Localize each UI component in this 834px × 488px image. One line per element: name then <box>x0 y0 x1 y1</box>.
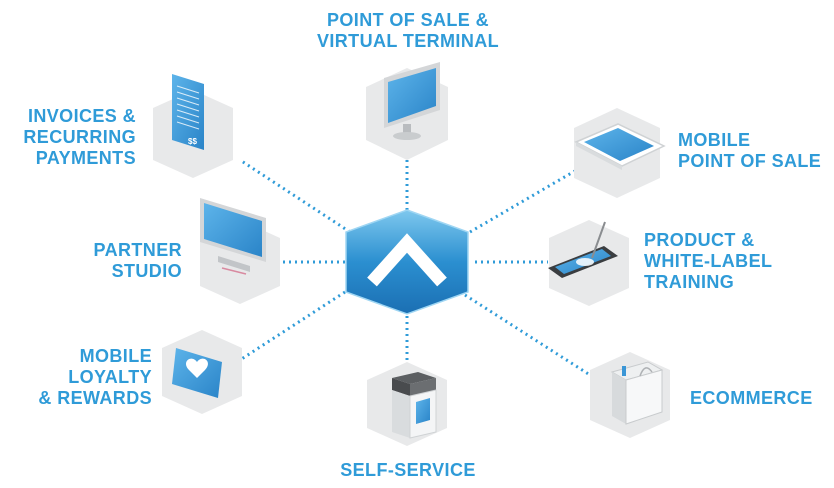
label-line: MOBILE <box>678 130 751 150</box>
label-loyalty: MOBILE LOYALTY & REWARDS <box>20 346 152 409</box>
connector-mobile-pos <box>469 166 581 234</box>
connectors <box>239 158 591 377</box>
label-line: VIRTUAL TERMINAL <box>316 31 500 51</box>
heart-card-icon <box>172 348 222 398</box>
tv-monitor-icon <box>200 198 266 275</box>
label-line: SELF-SERVICE <box>340 460 476 480</box>
label-line: LOYALTY <box>68 367 152 387</box>
center-hub-logo <box>345 209 469 315</box>
label-ecommerce: ECOMMERCE <box>690 388 813 409</box>
connector-invoices <box>239 158 351 234</box>
label-line: POINT OF SALE & <box>326 10 489 30</box>
invoice-icon: $$ <box>172 74 204 150</box>
label-self-service: SELF-SERVICE <box>318 460 498 481</box>
label-line: ECOMMERCE <box>690 388 813 408</box>
label-invoices: INVOICES & RECURRING PAYMENTS <box>8 106 136 169</box>
label-line: INVOICES & <box>27 106 136 126</box>
tablet-icon <box>574 123 666 170</box>
label-line: & REWARDS <box>38 388 152 408</box>
label-line: STUDIO <box>111 261 182 281</box>
label-line: PRODUCT & <box>644 230 755 250</box>
label-line: MOBILE <box>79 346 152 366</box>
label-line: POINT OF SALE <box>678 151 822 171</box>
tablet-stylus-icon <box>548 221 618 278</box>
monitor-icon <box>384 62 440 140</box>
label-partner: PARTNER STUDIO <box>40 240 182 282</box>
label-line: TRAINING <box>644 272 735 292</box>
invoice-icon-text: $$ <box>188 137 197 146</box>
shopping-bag-icon <box>610 361 664 425</box>
label-pos: POINT OF SALE & VIRTUAL TERMINAL <box>298 10 518 52</box>
label-line: PARTNER <box>93 240 182 260</box>
connector-loyalty <box>239 290 346 362</box>
connector-ecommerce <box>464 293 591 377</box>
kiosk-icon <box>392 372 437 439</box>
label-training: PRODUCT & WHITE-LABEL TRAINING <box>644 230 772 293</box>
label-mobile-pos: MOBILE POINT OF SALE <box>678 130 821 172</box>
label-line: PAYMENTS <box>35 148 136 168</box>
label-line: RECURRING <box>23 127 136 147</box>
label-line: WHITE-LABEL <box>644 251 773 271</box>
